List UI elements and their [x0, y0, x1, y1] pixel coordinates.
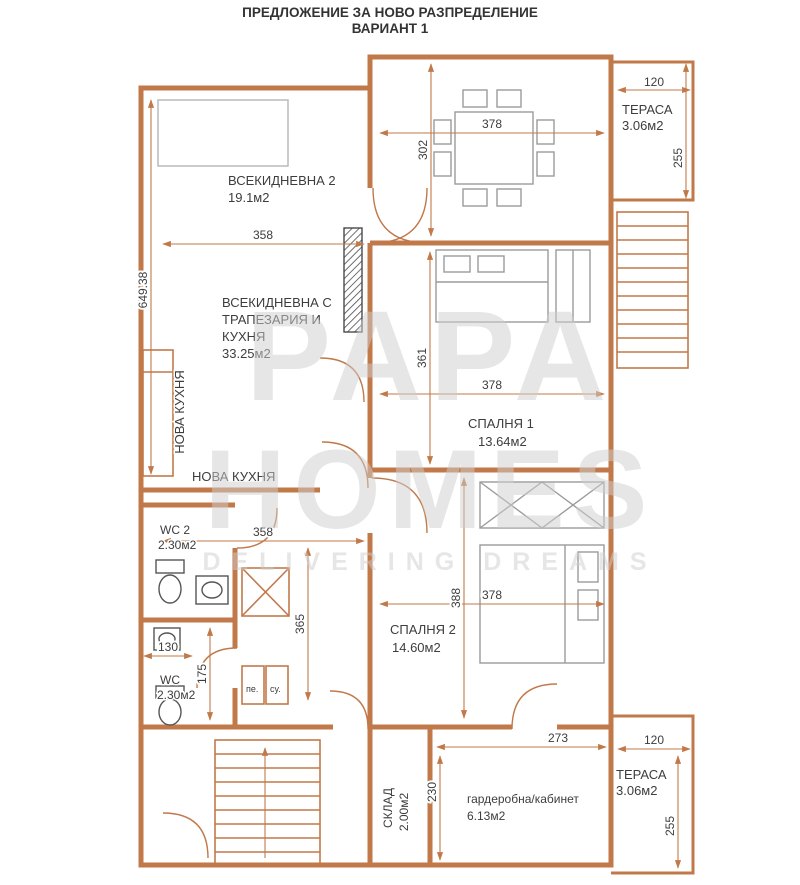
watermark-line2: HOMES [205, 427, 656, 552]
room-storage-label: СКЛАД [381, 788, 395, 828]
dim-terrace-top-width: 120 [644, 75, 664, 89]
doors [162, 187, 558, 859]
room-wardrobe-office-area: 6.13м2 [467, 809, 506, 823]
elevator-shaft [241, 567, 290, 617]
room-terrace-top-area: 3.06м2 [622, 118, 663, 133]
room-terrace-bottom-label: ТЕРАСА [616, 767, 667, 782]
dim-dining-width: 378 [482, 117, 502, 131]
entry-door [162, 812, 209, 859]
dim-hall-width: 358 [253, 525, 273, 539]
watermark: PAPA HOMES DELIVERING DREAMS [202, 285, 657, 576]
room-new-kitchen-vertical: НОВА КУХНЯ [172, 370, 187, 453]
double-door-leaf-right [372, 187, 429, 244]
wc-toilet-icon [155, 685, 185, 726]
wc-sink-icon [153, 627, 181, 651]
wc2-toilet-icon [155, 559, 185, 604]
wc2-sink-icon [195, 575, 229, 605]
terrace-top-outline [611, 60, 695, 202]
hall-door [321, 441, 369, 489]
bedroom2-door [371, 477, 428, 534]
page-title: ПРЕДЛОЖЕНИЕ ЗА НОВО РАЗПРЕДЕЛЕНИЕ [242, 5, 538, 20]
page-subtitle: ВАРИАНТ 1 [352, 21, 429, 36]
dim-terrace-bottom-height: 255 [663, 816, 677, 836]
watermark-line1: PAPA [246, 285, 615, 428]
wardrobe-door [511, 683, 558, 730]
room-terrace-bottom-area: 3.06м2 [616, 783, 657, 798]
watermark-tagline: DELIVERING DREAMS [202, 548, 657, 576]
dim-terrace-bottom-width: 120 [644, 733, 664, 747]
room-living-kitchen-area: 33.25м2 [222, 346, 271, 361]
room-bedroom2-label: СПАЛНЯ 2 [390, 622, 456, 637]
washer-label: пе. [246, 684, 258, 694]
dim-bedroom1-width: 378 [482, 378, 502, 392]
room-wc-area: 2.30м2 [157, 688, 196, 702]
stairs-right [616, 211, 689, 369]
room-new-kitchen-horizontal: НОВА КУХНЯ [192, 469, 275, 484]
dim-wc-width: 130 [158, 640, 178, 654]
bedroom1-bed [435, 249, 591, 323]
room-wc-label: WC [160, 673, 180, 687]
dim-bedroom2-height: 388 [449, 588, 463, 608]
room-bedroom1-area: 13.64м2 [478, 434, 527, 449]
dim-left-side-height: 649.38 [136, 271, 150, 308]
room-bedroom2-area: 14.60м2 [392, 640, 441, 655]
room-living2-area: 19.1м2 [228, 190, 269, 205]
old-walls [157, 99, 289, 167]
dryer-label: су. [270, 684, 281, 694]
kitchen-door [319, 357, 365, 403]
title-block: ПРЕДЛОЖЕНИЕ ЗА НОВО РАЗПРЕДЕЛЕНИЕ ВАРИАН… [242, 5, 538, 36]
appliance-washer [241, 665, 265, 705]
stairs-bottom-left [214, 739, 321, 866]
room-wc2-area: 2.30м2 [158, 538, 197, 552]
dimension-labels: 378 302 358 649.38 361 378 358 365 388 3… [134, 73, 687, 838]
dim-wc-height: 175 [195, 664, 209, 684]
room-terrace-top-label: ТЕРАСА [622, 102, 673, 117]
room-wc2-label: WC 2 [160, 523, 190, 537]
room-living-kitchen-line1: ВСЕКИДНЕВНА С [222, 295, 332, 310]
room-living-kitchen-line2: ТРАПЕЗАРИЯ И [222, 312, 321, 327]
fixtures [153, 559, 229, 726]
dim-wardrobe-height: 230 [425, 782, 439, 802]
room-wardrobe-office-label: гардеробна/кабинет [467, 792, 579, 806]
dimension-lines [143, 63, 691, 869]
dim-dining-height: 302 [416, 140, 430, 160]
dim-wardrobe-width: 273 [548, 731, 568, 745]
room-living2-label: ВСЕКИДНЕВНА 2 [228, 173, 336, 188]
room-bedroom1-label: СПАЛНЯ 1 [468, 416, 534, 431]
dim-bedroom1-height: 361 [415, 348, 429, 368]
double-door-leaf-left [371, 187, 428, 244]
dim-living2-width: 358 [253, 228, 273, 242]
walls [138, 54, 614, 868]
room-living-kitchen-line3: КУХНЯ [222, 329, 265, 344]
wc2-door [236, 507, 278, 549]
bedroom2-wardrobe [479, 481, 605, 529]
room-storage-area: 2.00м2 [397, 793, 411, 832]
appliance-dryer [265, 665, 289, 705]
ventilation-shaft [343, 227, 363, 333]
dim-bedroom2-width: 378 [482, 588, 502, 602]
dim-terrace-top-height: 255 [671, 148, 685, 168]
dim-hall-height: 365 [293, 614, 307, 634]
room-labels: ВСЕКИДНЕВНА 2 19.1м2 ВСЕКИДНЕВНА С ТРАПЕ… [156, 101, 675, 833]
storage-door [329, 690, 369, 730]
terrace-bottom-outline [611, 714, 695, 875]
